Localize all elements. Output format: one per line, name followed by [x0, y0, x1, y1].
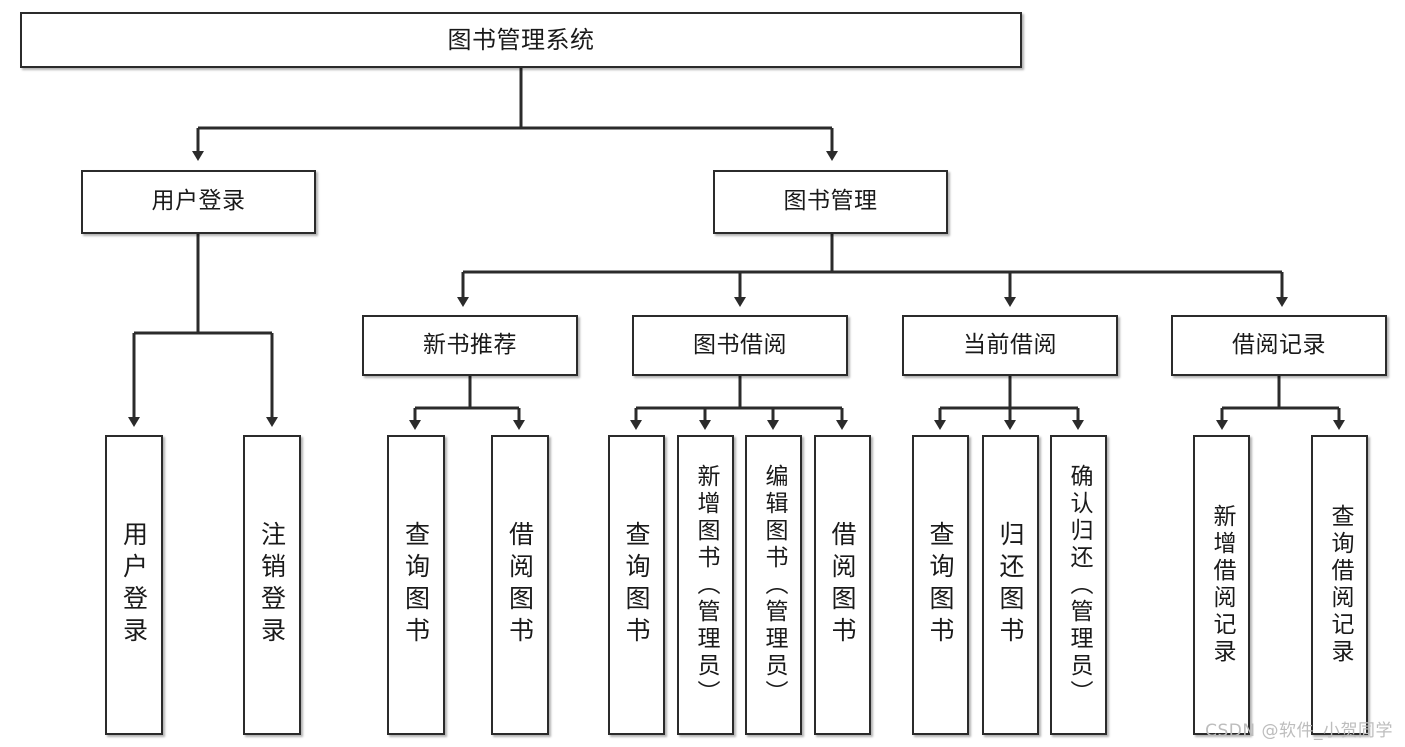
- leaf-borrow-record-query[interactable]: 查询借阅记录: [1311, 435, 1368, 735]
- node-current-borrow[interactable]: 当前借阅: [902, 315, 1118, 376]
- node-label: 借阅图书: [505, 521, 535, 649]
- node-book-borrow[interactable]: 图书借阅: [632, 315, 848, 376]
- node-label: 用户登录: [151, 188, 246, 215]
- node-new-book-recommend[interactable]: 新书推荐: [362, 315, 578, 376]
- leaf-book-borrow-add[interactable]: 新增图书（管理员）: [677, 435, 734, 735]
- node-label: 新增借阅记录: [1209, 504, 1235, 666]
- node-label: 图书管理系统: [447, 25, 595, 54]
- node-label: 用户登录: [119, 521, 149, 649]
- leaf-new-book-query[interactable]: 查询图书: [387, 435, 445, 735]
- node-label: 新书推荐: [423, 331, 517, 358]
- leaf-current-borrow-query[interactable]: 查询图书: [912, 435, 969, 735]
- leaf-current-borrow-confirm-return[interactable]: 确认归还（管理员）: [1050, 435, 1107, 735]
- node-user-login[interactable]: 用户登录: [81, 170, 316, 234]
- node-book-management[interactable]: 图书管理: [713, 170, 948, 234]
- leaf-user-login-signin[interactable]: 用户登录: [105, 435, 163, 735]
- node-label: 注销登录: [257, 521, 287, 649]
- node-borrow-record[interactable]: 借阅记录: [1171, 315, 1387, 376]
- node-label: 查询借阅记录: [1327, 504, 1353, 666]
- node-label: 新增图书（管理员）: [693, 463, 719, 707]
- node-label: 查询图书: [926, 521, 955, 649]
- leaf-user-login-signout[interactable]: 注销登录: [243, 435, 301, 735]
- node-label: 确认归还（管理员）: [1066, 463, 1092, 707]
- leaf-book-borrow-query[interactable]: 查询图书: [608, 435, 665, 735]
- node-label: 编辑图书（管理员）: [761, 463, 787, 707]
- node-label: 借阅图书: [828, 521, 857, 649]
- node-label: 归还图书: [996, 521, 1025, 649]
- leaf-new-book-borrow[interactable]: 借阅图书: [491, 435, 549, 735]
- csdn-watermark: CSDN @软件_小贺同学: [1205, 721, 1393, 741]
- node-root-library-system[interactable]: 图书管理系统: [20, 12, 1022, 68]
- node-label: 查询图书: [401, 521, 431, 649]
- node-label: 图书管理: [783, 188, 878, 215]
- node-label: 查询图书: [622, 521, 651, 649]
- node-label: 当前借阅: [963, 331, 1057, 358]
- leaf-current-borrow-return[interactable]: 归还图书: [982, 435, 1039, 735]
- node-label: 图书借阅: [693, 331, 787, 358]
- node-label: 借阅记录: [1232, 331, 1326, 358]
- leaf-borrow-record-add[interactable]: 新增借阅记录: [1193, 435, 1250, 735]
- leaf-book-borrow-edit[interactable]: 编辑图书（管理员）: [745, 435, 802, 735]
- leaf-book-borrow-lend[interactable]: 借阅图书: [814, 435, 871, 735]
